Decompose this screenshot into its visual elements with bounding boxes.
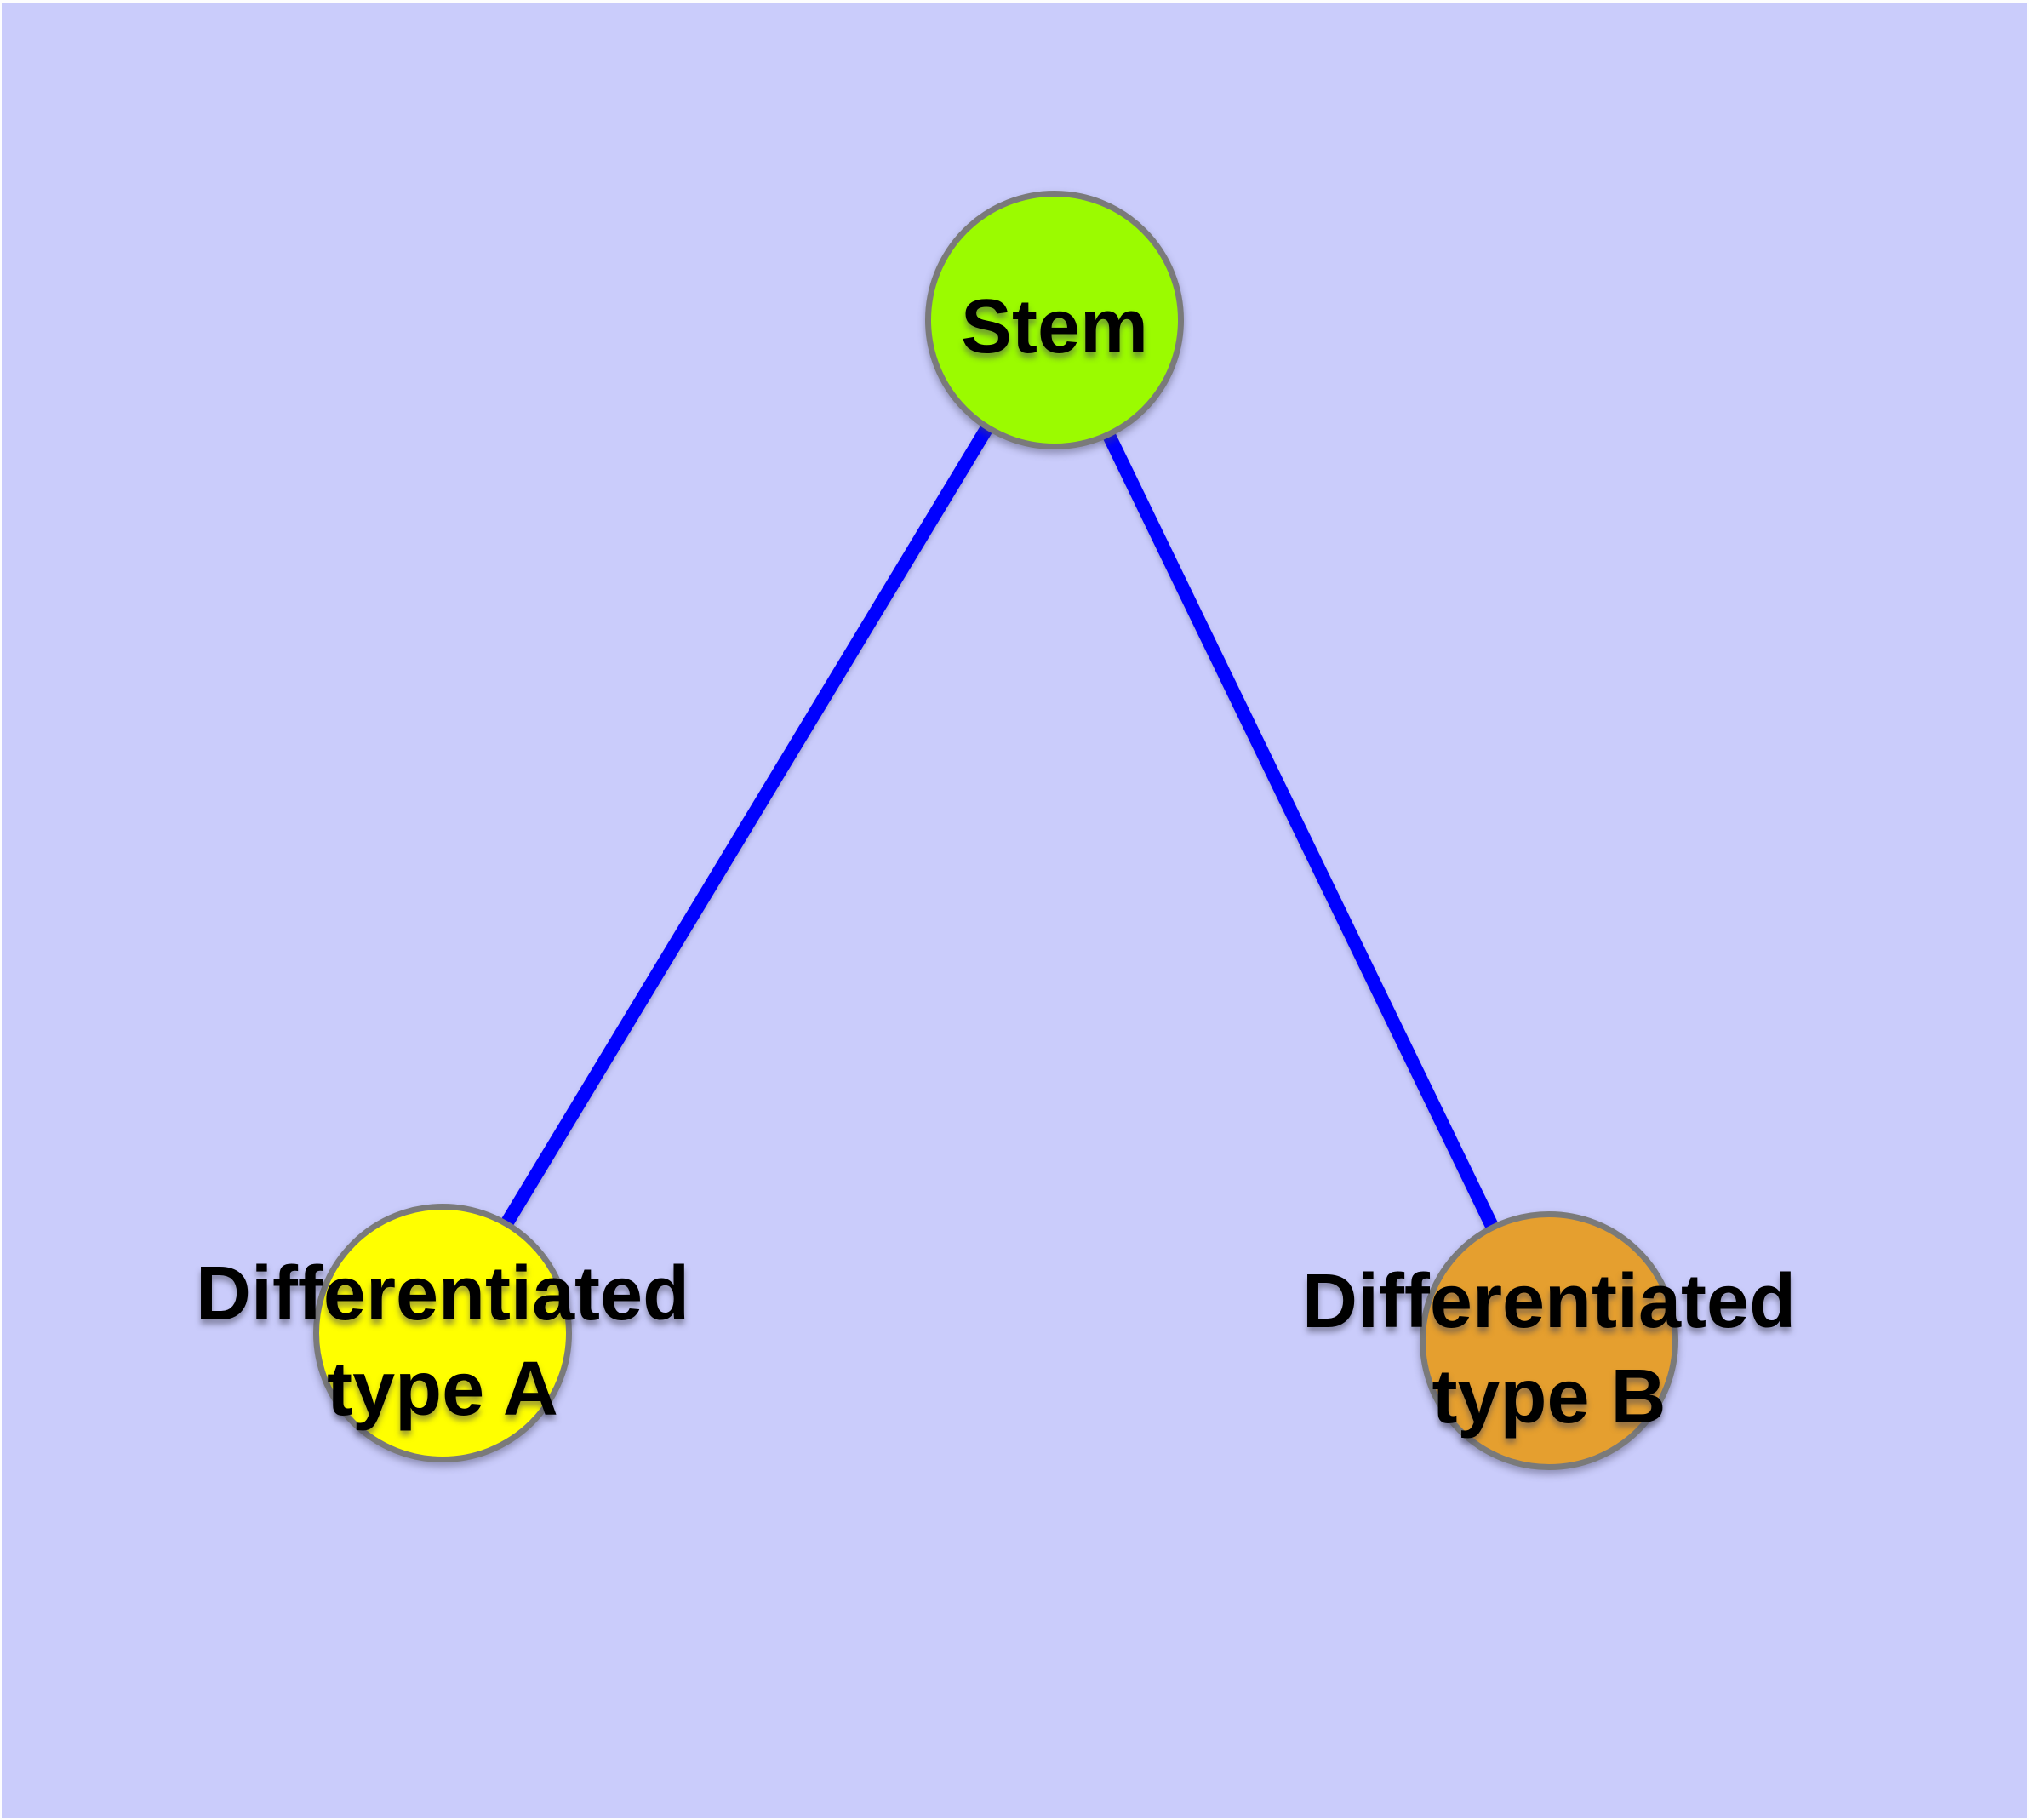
- edge-stem-to-type-a[interactable]: [436, 316, 1059, 1334]
- edge-stem-to-type-b[interactable]: [1046, 316, 1552, 1341]
- node-stem-circle[interactable]: [925, 191, 1184, 449]
- node-type-a-circle[interactable]: [313, 1204, 572, 1462]
- node-type-b-circle[interactable]: [1420, 1211, 1678, 1470]
- edge-layer: [436, 316, 1552, 1341]
